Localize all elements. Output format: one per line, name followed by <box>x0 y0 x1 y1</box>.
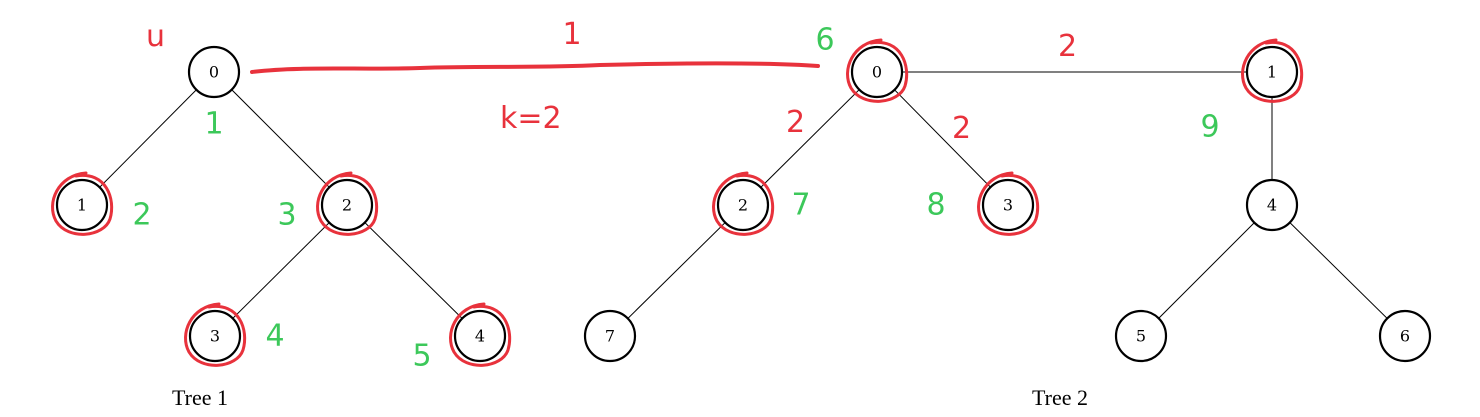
visit-order-t2-3: 8 <box>926 188 945 223</box>
edge-t2-0-t2-2 <box>742 71 878 206</box>
node-circle <box>187 45 241 99</box>
node-circle <box>850 45 904 99</box>
node-label: 0 <box>872 63 882 82</box>
edge-t2-4-t2-6 <box>1271 204 1406 337</box>
node-circle <box>55 178 109 232</box>
edge-t2-2-t2-7 <box>609 204 744 337</box>
edge-weight-0-2: 2 <box>786 105 805 140</box>
highlight-circle-t2-0 <box>846 38 909 103</box>
node-label: 3 <box>210 327 220 346</box>
node-label: 3 <box>1003 196 1013 215</box>
node-label: 1 <box>1267 63 1277 82</box>
connecting-edge-red <box>250 61 820 74</box>
node-t2-5: 5 <box>1114 309 1168 363</box>
node-label: 6 <box>1400 327 1410 346</box>
node-t2-0: 0 <box>850 45 904 99</box>
node-circle <box>981 178 1035 232</box>
node-label: 7 <box>605 327 615 346</box>
node-t2-2: 2 <box>716 178 770 232</box>
tree-2-caption: Tree 2 <box>1032 385 1088 410</box>
node-label: 4 <box>1267 196 1277 215</box>
edge-weight-0-3: 2 <box>952 111 971 146</box>
node-circle <box>1114 309 1168 363</box>
node-circle <box>320 178 374 232</box>
node-circle <box>453 309 507 363</box>
highlight-circle-t1-2 <box>316 171 379 236</box>
highlight-circle-t1-3 <box>184 302 247 367</box>
highlight-circle-t2-1 <box>1241 38 1304 103</box>
node-circle <box>1245 178 1299 232</box>
node-label: 0 <box>209 63 219 82</box>
node-t2-6: 6 <box>1378 309 1432 363</box>
visit-order-layer: 1 2 3 4 5 6 9 7 8 <box>132 23 1219 374</box>
node-circle <box>716 178 770 232</box>
visit-order-t2-0: 6 <box>815 23 834 58</box>
highlight-circles-layer <box>51 38 1304 367</box>
node-circle <box>188 309 242 363</box>
root-u-annotation: u <box>146 19 165 54</box>
tree-1-caption: Tree 1 <box>172 385 228 410</box>
node-circle <box>1378 309 1432 363</box>
visit-order-t1-2: 3 <box>277 198 296 233</box>
k-annotation: k=2 <box>500 101 562 136</box>
visit-order-t2-2: 7 <box>791 188 810 223</box>
node-label: 2 <box>342 196 352 215</box>
highlight-circle-t2-3 <box>977 171 1040 236</box>
visit-order-t1-0: 1 <box>204 107 223 142</box>
node-t1-0: 0 <box>187 45 241 99</box>
node-label: 2 <box>738 196 748 215</box>
node-circle <box>583 309 637 363</box>
nodes-layer: 0 1 2 3 4 0 1 2 3 4 5 6 7 <box>55 45 1432 363</box>
visit-order-t2-1: 9 <box>1200 110 1219 145</box>
visit-order-t1-4: 5 <box>412 339 431 374</box>
edge-t1-0-t1-1 <box>81 71 215 206</box>
ink-connecting-edge-layer: 1 <box>250 17 820 74</box>
node-t2-1: 1 <box>1245 45 1299 99</box>
node-t1-2: 2 <box>320 178 374 232</box>
node-t2-3: 3 <box>981 178 1035 232</box>
node-t2-7: 7 <box>583 309 637 363</box>
edge-t1-0-t1-2 <box>213 71 348 206</box>
node-label: 1 <box>77 196 87 215</box>
node-t1-4: 4 <box>453 309 507 363</box>
edge-t2-4-t2-5 <box>1140 204 1273 337</box>
node-label: 5 <box>1136 327 1146 346</box>
node-t1-3: 3 <box>188 309 242 363</box>
node-t1-1: 1 <box>55 178 109 232</box>
edge-weight-0-1: 2 <box>1058 29 1077 64</box>
node-circle <box>1245 45 1299 99</box>
connecting-edge-weight: 1 <box>562 17 581 52</box>
highlight-circle-t1-1 <box>51 171 114 236</box>
highlight-circle-t1-4 <box>449 302 512 367</box>
node-label: 4 <box>475 327 485 346</box>
highlight-circle-t2-2 <box>712 171 775 236</box>
visit-order-t1-1: 2 <box>132 198 151 233</box>
visit-order-t1-3: 4 <box>265 319 284 354</box>
node-t2-4: 4 <box>1245 178 1299 232</box>
